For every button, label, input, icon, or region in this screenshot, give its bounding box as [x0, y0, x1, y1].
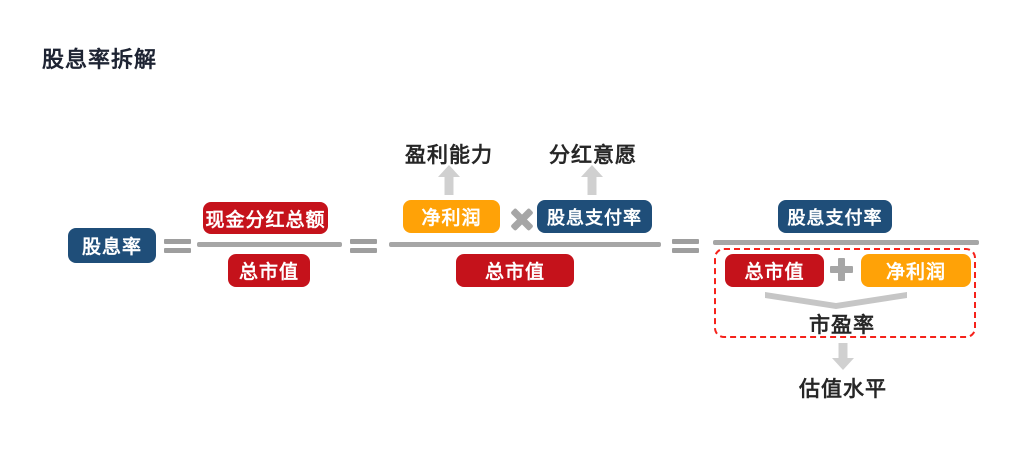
profitability-label: 盈利能力	[405, 144, 493, 167]
dividend-yield-box: 股息率	[68, 228, 156, 263]
up-arrow-icon	[581, 165, 603, 195]
market-cap-box: 总市值	[456, 254, 574, 287]
payout-ratio-box: 股息支付率	[537, 200, 652, 233]
valuation-level-label: 估值水平	[799, 378, 887, 401]
fraction-bar	[389, 242, 661, 247]
fraction-bar	[197, 242, 342, 247]
equals-icon	[672, 239, 699, 253]
plus-divide-icon	[830, 258, 853, 281]
net-profit-box: 净利润	[861, 254, 971, 287]
market-cap-box: 总市值	[228, 254, 310, 287]
dividend-willingness-label: 分红意愿	[549, 144, 637, 167]
up-arrow-icon	[438, 165, 460, 195]
equals-icon	[350, 239, 377, 253]
market-cap-box: 总市值	[725, 254, 824, 287]
chevron-down-icon	[765, 292, 907, 309]
cash-dividend-total-box: 现金分红总额	[203, 202, 328, 234]
net-profit-box: 净利润	[403, 200, 500, 233]
pe-ratio-label: 市盈率	[809, 314, 875, 337]
fraction-bar	[713, 240, 979, 245]
pe-ratio-dashed-box	[714, 248, 976, 338]
multiply-icon	[509, 206, 535, 232]
payout-ratio-box: 股息支付率	[778, 200, 892, 233]
equals-icon	[164, 239, 191, 253]
down-arrow-icon	[832, 343, 854, 370]
page-title: 股息率拆解	[42, 47, 158, 72]
